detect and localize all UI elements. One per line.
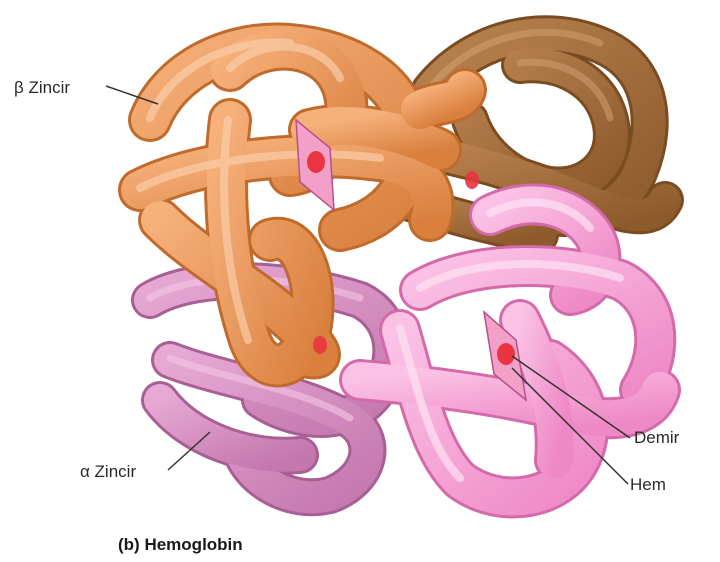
iron-label: Demir xyxy=(634,428,679,448)
caption-title: Hemoglobin xyxy=(144,535,242,554)
caption-prefix: (b) xyxy=(118,535,140,554)
beta-chain-label: β Zincir xyxy=(14,78,70,98)
heme-label: Hem xyxy=(630,475,666,495)
alpha-chain-label: α Zincir xyxy=(80,462,136,482)
iron-atom-top xyxy=(307,151,325,173)
iron-atom-right xyxy=(497,343,515,365)
figure-caption: (b) Hemoglobin xyxy=(118,535,243,555)
